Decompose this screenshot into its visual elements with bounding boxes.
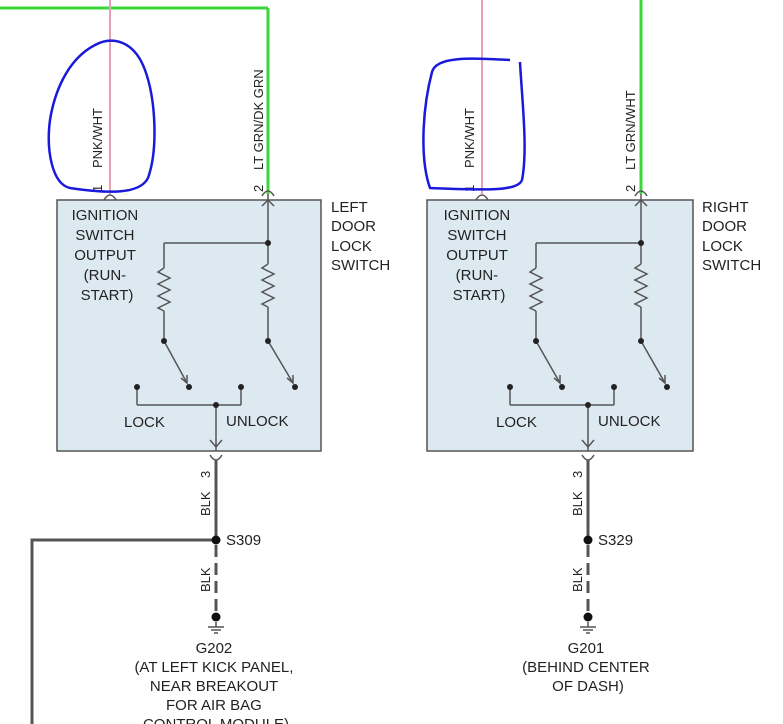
right-pin1-wire-label: PNK/WHT [462,108,477,168]
right-pin3-connector [581,454,595,461]
left-inner-label: IGNITION SWITCH OUTPUT (RUN- START) [72,207,143,304]
left-splice-dot [211,535,221,545]
left-pin2-wire-label: LT GRN/DK GRN [251,69,266,170]
right-ground-symbol [580,622,596,634]
right-lock-label: LOCK [496,414,537,431]
right-switch-name: RIGHT DOOR LOCK SWITCH [702,199,761,274]
left-pin3-number: 3 [198,471,213,478]
left-switch-name: LEFT DOOR LOCK SWITCH [331,199,390,274]
left-lock-label: LOCK [124,414,165,431]
right-ground-wire-label: BLK [570,567,585,592]
right-ground-dot [583,612,593,622]
right-pin1-connector [475,194,489,201]
left-switch-body [56,199,322,452]
right-unlock-label: UNLOCK [598,413,661,430]
right-inner-label: IGNITION SWITCH OUTPUT (RUN- START) [444,207,515,304]
right-pin2-connector [634,190,648,197]
left-pin1-wire-label: PNK/WHT [90,108,105,168]
left-pin2-connector [261,190,275,197]
left-contact-dots [134,240,298,408]
left-blue-annotation [47,39,156,193]
right-blue-annotation [422,57,526,191]
left-ground-symbol [208,622,224,634]
left-pin3-connector [209,454,223,461]
right-switch-body [426,199,694,452]
left-unlock-label: UNLOCK [226,413,289,430]
left-pin2-number: 2 [251,185,266,192]
right-splice-label: S329 [598,532,633,549]
right-pin3-number: 3 [570,471,585,478]
right-ground-text: G201 (BEHIND CENTER OF DASH) [522,640,654,695]
left-ground-dot [211,612,221,622]
right-pin3-wire-label: BLK [570,491,585,516]
left-splice-label: S309 [226,532,261,549]
right-contact-dots [507,240,670,408]
right-splice-dot [583,535,593,545]
right-pin2-number: 2 [623,185,638,192]
left-ground-text: G202 (AT LEFT KICK PANEL, NEAR BREAKOUT … [134,640,297,724]
left-splice-branch [30,538,216,724]
right-pin2-wire-label: LT GRN/WHT [623,90,638,170]
left-pin1-number: 1 [90,185,105,192]
left-pin1-connector [103,194,117,201]
left-pin3-wire-label: BLK [198,491,213,516]
left-ground-wire-label: BLK [198,567,213,592]
